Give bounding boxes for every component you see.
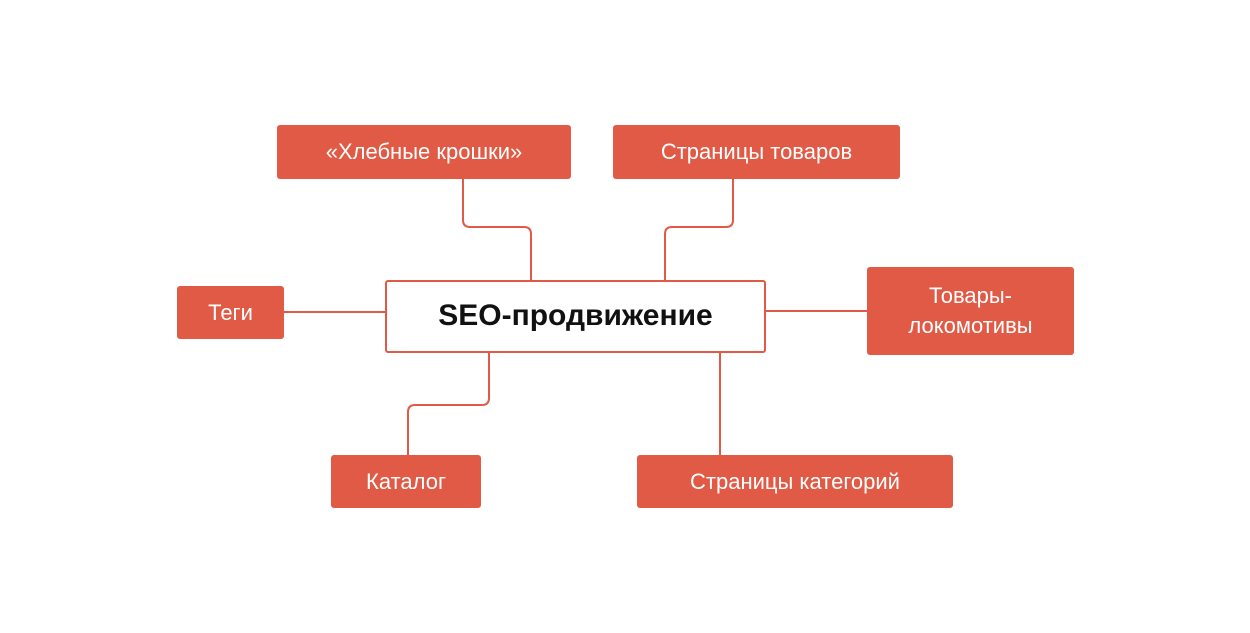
node-product-pages: Страницы товаров: [613, 125, 900, 179]
node-product-pages-label: Страницы товаров: [660, 139, 853, 165]
node-breadcrumbs-label: «Хлебные крошки»: [325, 139, 523, 165]
node-category-pages-label: Страницы категорий: [690, 468, 900, 494]
node-tags: Теги: [177, 286, 284, 339]
node-catalog-label: Каталог: [366, 468, 446, 494]
node-tags-label: Теги: [208, 299, 253, 325]
center-node-label: SEO-продвижение: [438, 299, 713, 333]
node-catalog: Каталог: [331, 455, 481, 508]
center-node-seo: SEO-продвижение: [385, 280, 766, 353]
node-breadcrumbs: «Хлебные крошки»: [277, 125, 571, 179]
node-locomotive-label-line2: локомотивы: [908, 313, 1033, 338]
node-locomotive-products: Товары- локомотивы: [867, 267, 1074, 355]
connector-catalog: [407, 352, 490, 455]
node-category-pages: Страницы категорий: [637, 455, 953, 508]
connector-breadcrumbs: [462, 178, 532, 280]
node-locomotive-label-line1: Товары-: [928, 283, 1012, 309]
connector-product-pages: [664, 178, 734, 280]
